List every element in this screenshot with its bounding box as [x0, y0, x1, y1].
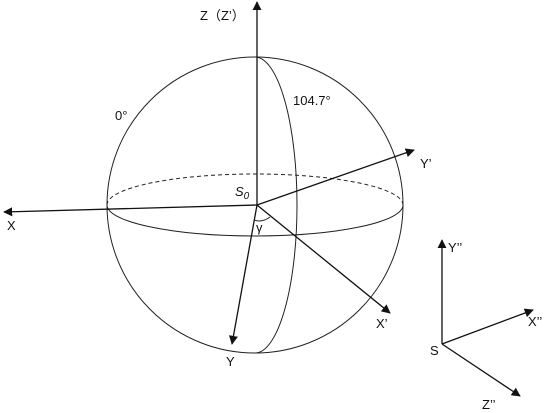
y-axis-label: Y: [226, 354, 235, 369]
y-axis: [228, 204, 258, 345]
equator-back: [106, 173, 404, 206]
x-dbl-axis: [441, 308, 534, 345]
y-prime-axis: [256, 148, 415, 206]
s-frame-label: S: [430, 343, 439, 358]
x-dbl-label: X’’: [528, 314, 542, 329]
x-prime-axis: [256, 204, 391, 314]
angle-zero-label: 0°: [115, 108, 127, 123]
meridian-104-7: [254, 56, 298, 354]
x-prime-label: X’: [376, 316, 388, 331]
y-prime-label: Y’: [420, 156, 432, 171]
x-axis: [3, 204, 258, 217]
origin-label: S0: [235, 184, 250, 202]
y-dbl-label: Y’’: [448, 240, 462, 255]
x-axis-label: X: [7, 218, 16, 233]
z-dbl-label: Z’’: [482, 397, 496, 412]
z-axis-label: Z（Z’）: [200, 8, 245, 23]
equator-front: [106, 204, 404, 237]
z-dbl-axis: [441, 343, 521, 397]
angle-104-label: 104.7°: [293, 93, 331, 108]
gamma-label: γ: [256, 220, 263, 235]
gamma-arc: [253, 216, 271, 222]
